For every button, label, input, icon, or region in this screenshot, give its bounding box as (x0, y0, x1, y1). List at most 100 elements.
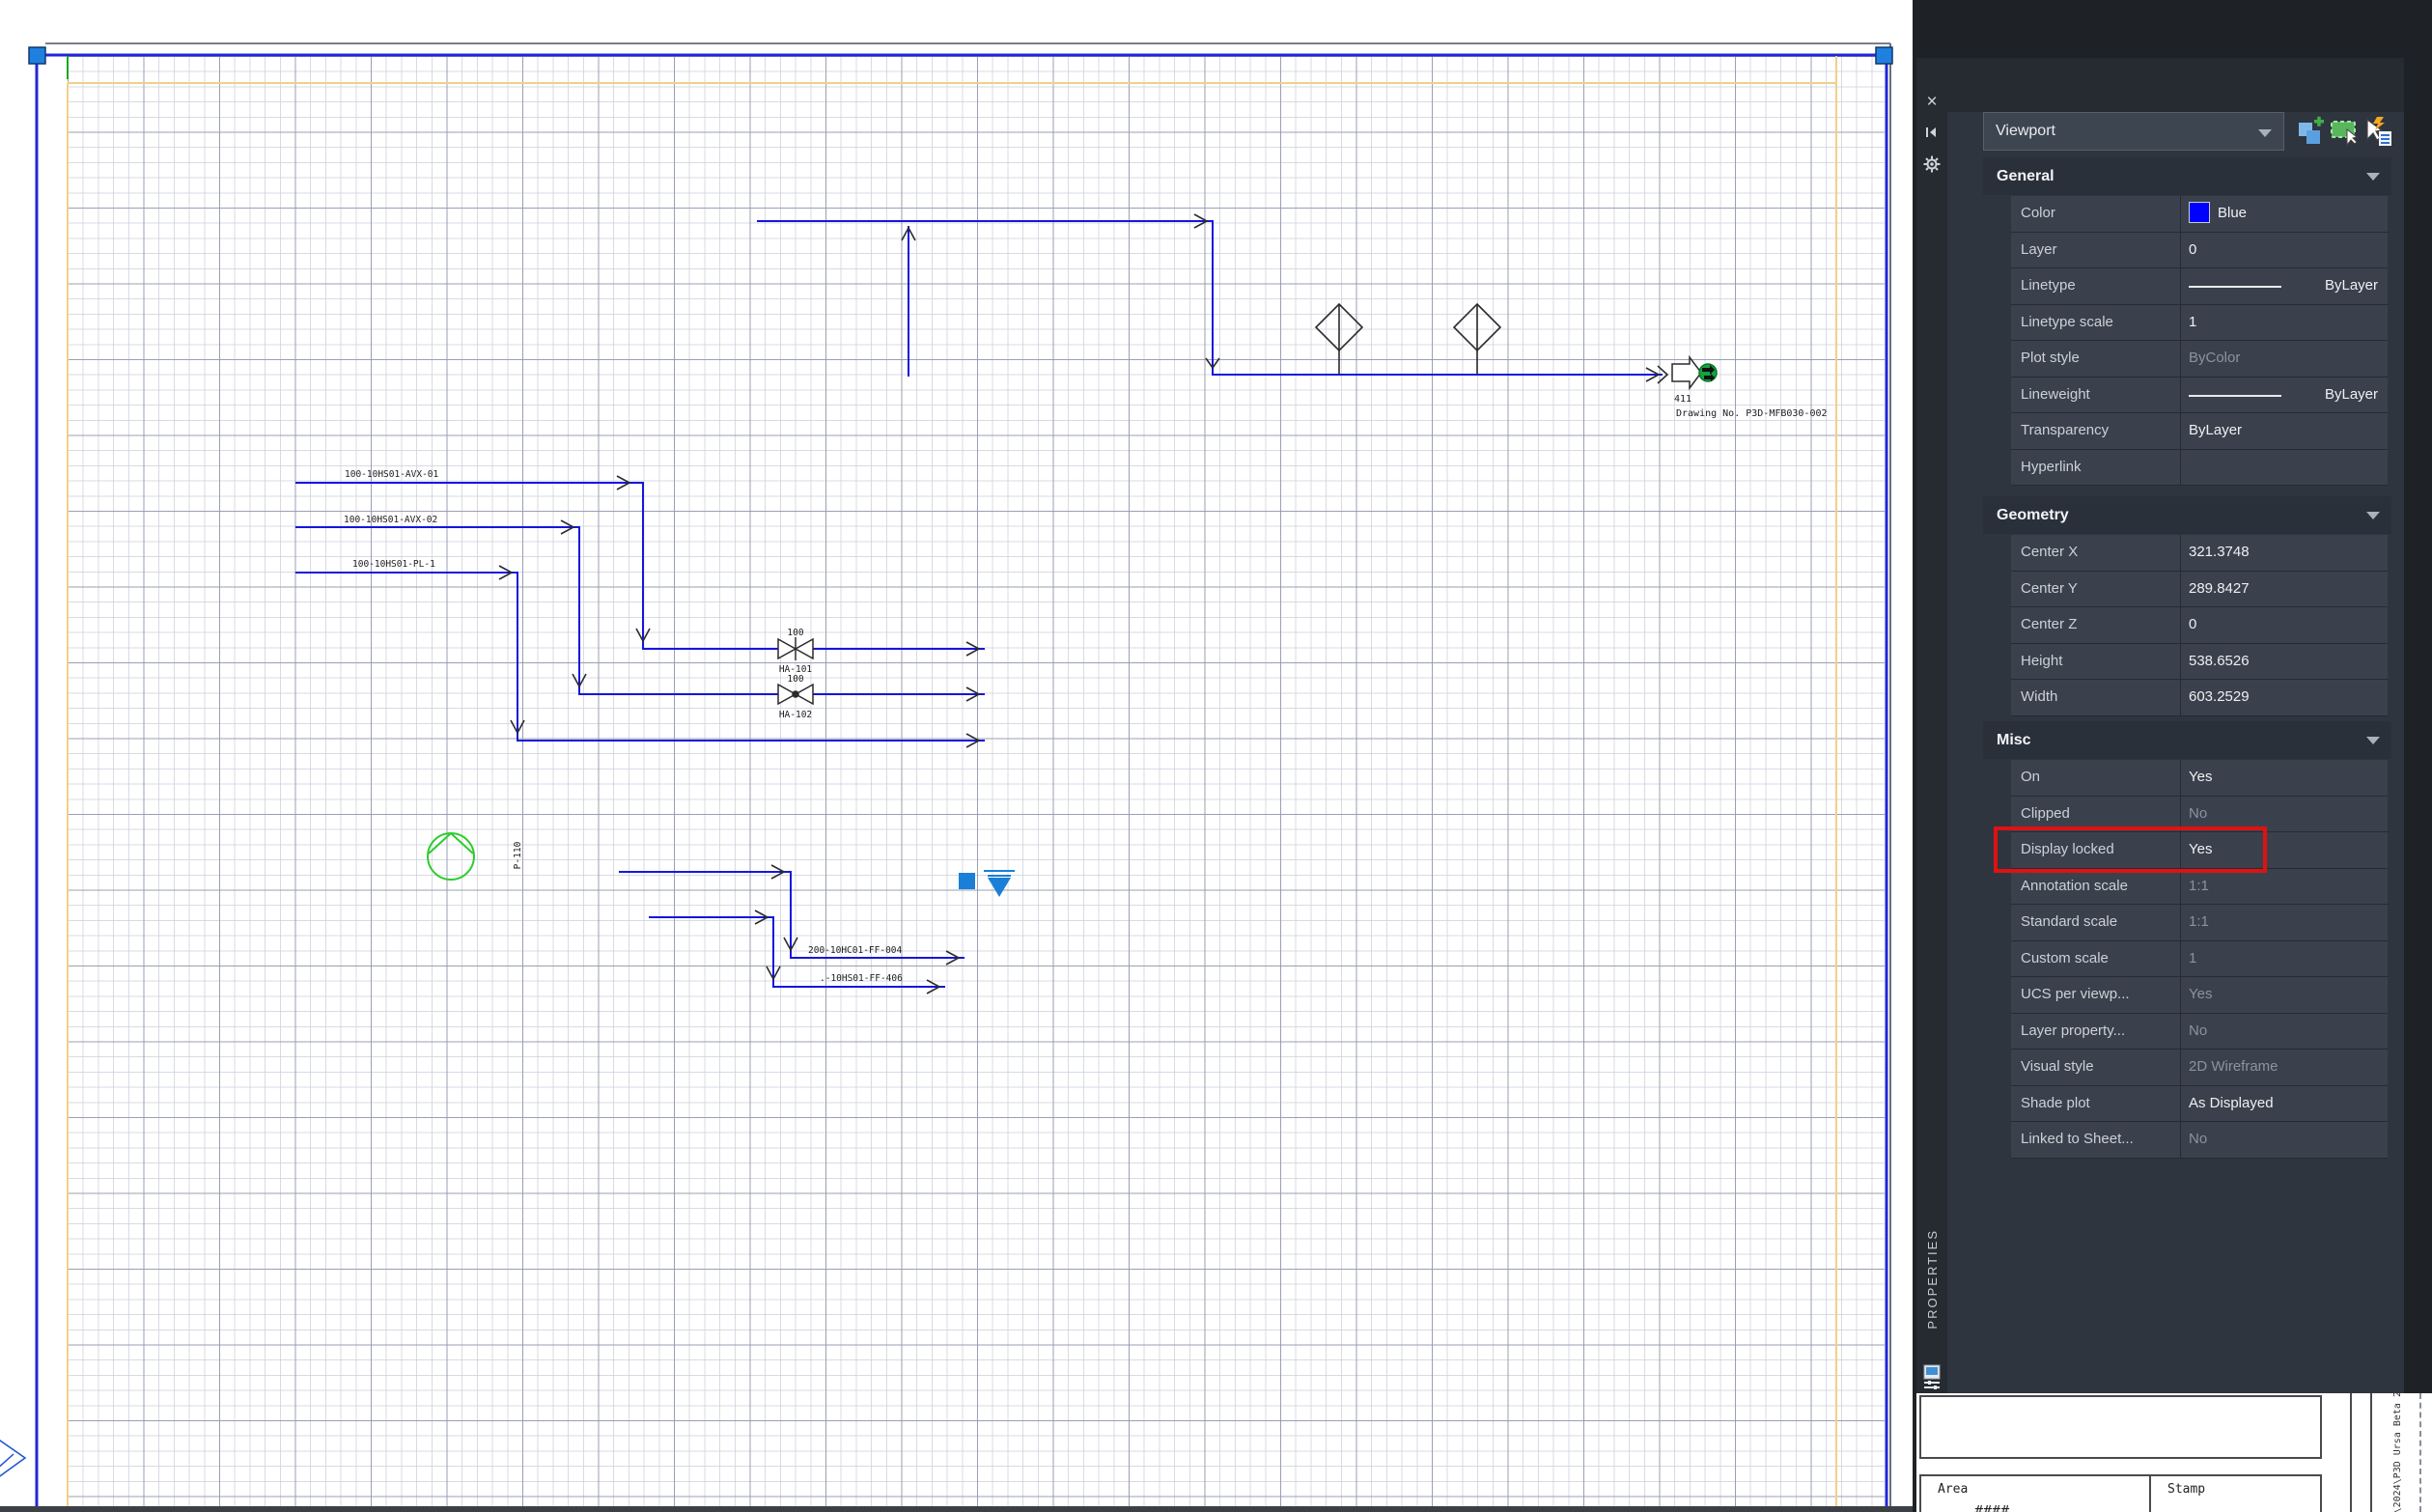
margin-path-text: \2024\P3D Ursa Beta 2 (2391, 1393, 2403, 1512)
connector-number: 411 (1674, 394, 1691, 405)
chevron-down-icon (2366, 512, 2380, 519)
pump-tag: P-110 (513, 841, 523, 869)
settings-gear-icon[interactable] (1916, 155, 1947, 178)
prop-row-center-z: Center Z 0 (2011, 607, 2388, 644)
prop-row-shade-plot: Shade plot As Displayed (2011, 1085, 2388, 1122)
toggle-pickadd-icon[interactable] (2297, 114, 2326, 149)
prop-row-height: Height 538.6526 (2011, 643, 2388, 680)
prop-value-linetype[interactable]: ByLayer (2180, 268, 2388, 304)
area-label: Area (1938, 1482, 1969, 1497)
prop-row-clipped: Clipped No (2011, 796, 2388, 832)
prop-value-hyperlink[interactable] (2180, 449, 2388, 485)
prop-value-center-y[interactable]: 289.8427 (2180, 571, 2388, 606)
prop-row-hyperlink: Hyperlink (2011, 449, 2388, 486)
valve-ha101 (777, 637, 814, 660)
viewport-grip-topleft[interactable] (28, 46, 46, 65)
marker-square (959, 873, 975, 889)
prop-row-width: Width 603.2529 (2011, 680, 2388, 716)
section-general-rows: Color Blue Layer 0 Linetype ByLayer Line… (2011, 196, 2388, 486)
quick-select-icon[interactable] (2364, 114, 2393, 149)
prop-value-height[interactable]: 538.6526 (2180, 643, 2388, 679)
linetype-sample (2189, 286, 2281, 288)
valve1-tag: HA-101 (779, 664, 813, 675)
prop-value-linked-to-sheet: No (2180, 1122, 2388, 1158)
prop-value-display-locked[interactable]: Yes (2180, 832, 2388, 868)
palette-sidebar: × PROPERTIES (1916, 58, 1947, 1393)
chevron-down-icon (2366, 737, 2380, 744)
prop-value-transparency[interactable]: ByLayer (2180, 413, 2388, 449)
prop-value-clipped: No (2180, 796, 2388, 831)
display-locked-highlight (1994, 826, 2267, 873)
prop-value-on[interactable]: Yes (2180, 760, 2388, 796)
sheet-frame (67, 56, 1837, 1512)
prop-value-annotation-scale: 1:1 (2180, 868, 2388, 904)
prop-row-standard-scale: Standard scale 1:1 (2011, 905, 2388, 941)
prop-row-layer: Layer 0 (2011, 232, 2388, 268)
prop-value-layer[interactable]: 0 (2180, 232, 2388, 267)
prop-value-lineweight[interactable]: ByLayer (2180, 377, 2388, 412)
title-block-divider (2350, 1393, 2352, 1512)
pipe-label-avx02: 100-10HS01-AVX-02 (344, 515, 437, 525)
valve2-tag: HA-102 (779, 710, 812, 720)
prop-row-custom-scale: Custom scale 1 (2011, 940, 2388, 977)
prop-value-custom-scale: 1 (2180, 940, 2388, 976)
drawing-canvas[interactable]: 100-10HS01-AVX-01 100-10HS01-AVX-02 100-… (0, 0, 1913, 1512)
instrument-diamond-1 (1314, 302, 1364, 374)
section-header-geometry[interactable]: Geometry (1983, 496, 2391, 534)
prop-row-color: Color Blue (2011, 196, 2388, 233)
prop-value-linetype-scale[interactable]: 1 (2180, 304, 2388, 340)
prop-value-center-x[interactable]: 321.3748 (2180, 535, 2388, 571)
prop-value-plot-style: ByColor (2180, 341, 2388, 377)
prop-value-color[interactable]: Blue (2180, 196, 2388, 232)
pipe-label-pl1: 100-10HS01-PL-1 (352, 559, 435, 570)
pipe-lines (295, 220, 1663, 988)
prop-row-ucs-per-viewport: UCS per viewp... Yes (2011, 977, 2388, 1014)
prop-value-standard-scale: 1:1 (2180, 905, 2388, 940)
prop-value-center-z[interactable]: 0 (2180, 607, 2388, 643)
instrument-diamond-2 (1452, 302, 1502, 374)
prop-value-visual-style: 2D Wireframe (2180, 1050, 2388, 1085)
chevron-down-icon (2366, 173, 2380, 181)
viewport-border[interactable] (35, 53, 1888, 1512)
connector-drawing-no: Drawing No. P3D-MFB030-002 (1676, 408, 1828, 419)
stamp-label: Stamp (2167, 1482, 2206, 1497)
title-block-empty-cell (1919, 1395, 2322, 1459)
prop-row-center-y: Center Y 289.8427 (2011, 571, 2388, 607)
prop-row-layer-property: Layer property... No (2011, 1013, 2388, 1050)
title-block-area-cell (1919, 1474, 2151, 1512)
schematic-svg: 100-10HS01-AVX-01 100-10HS01-AVX-02 100-… (0, 42, 1893, 1512)
prop-row-visual-style: Visual style 2D Wireframe (2011, 1050, 2388, 1086)
pipe-label-ff004: 200-10HC01-FF-004 (808, 945, 903, 956)
corner-triangle (0, 1440, 27, 1477)
prop-row-transparency: Transparency ByLayer (2011, 413, 2388, 450)
section-header-misc[interactable]: Misc (1983, 721, 2391, 759)
flow-arrows (498, 213, 1669, 994)
valve-ha102 (777, 683, 814, 706)
lineweight-sample (2189, 394, 2281, 397)
prop-value-layer-property: No (2180, 1013, 2388, 1049)
prop-row-linked-to-sheet: Linked to Sheet... No (2011, 1122, 2388, 1159)
prop-row-linetype: Linetype ByLayer (2011, 268, 2388, 305)
close-icon[interactable]: × (1926, 92, 1938, 112)
canvas-bottom-edge (0, 1506, 1913, 1512)
customize-icon[interactable] (1916, 1364, 1947, 1396)
title-block-stamp-cell (2149, 1474, 2322, 1512)
chevron-down-icon (2258, 129, 2272, 137)
prop-row-display-locked: Display locked Yes (2011, 832, 2388, 869)
prop-value-width[interactable]: 603.2529 (2180, 680, 2388, 715)
palette-tab-properties[interactable]: PROPERTIES (1924, 1229, 1940, 1330)
prop-value-shade-plot[interactable]: As Displayed (2180, 1085, 2388, 1121)
color-swatch (2189, 201, 2210, 223)
object-type-dropdown[interactable]: Viewport (1983, 112, 2284, 151)
section-header-general[interactable]: General (1983, 157, 2391, 195)
prop-row-plot-style: Plot style ByColor (2011, 341, 2388, 378)
viewport-grip-topright[interactable] (1875, 46, 1893, 65)
prop-row-lineweight: Lineweight ByLayer (2011, 377, 2388, 413)
palette-titlebar[interactable] (1916, 58, 2404, 112)
properties-palette: × PROPERTIES (1916, 58, 2404, 1393)
area-value: #### (1974, 1502, 2010, 1512)
select-objects-icon[interactable] (2330, 114, 2359, 149)
auto-hide-icon[interactable] (1916, 125, 1947, 145)
paper-grid (68, 56, 1885, 1512)
